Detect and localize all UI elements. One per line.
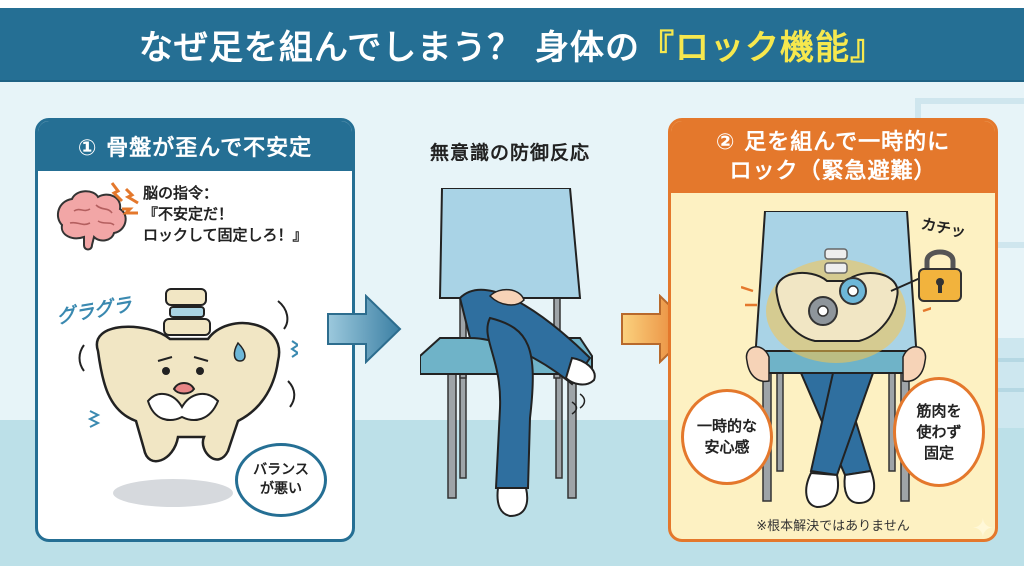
pelvis-shadow bbox=[113, 479, 233, 507]
infographic-canvas: なぜ足を組んでしまう？ 身体の 『ロック機能』 ① 骨盤が歪んで不安定 脳の指令… bbox=[0, 8, 1024, 566]
title-text: なぜ足を組んでしまう？ 身体の bbox=[138, 27, 641, 68]
panel-unstable-pelvis: ① 骨盤が歪んで不安定 脳の指令： 『不安定だ！ ロックして固定しろ！』 グラグ… bbox=[35, 118, 355, 542]
lightning-icon bbox=[110, 182, 139, 215]
gear-icon bbox=[839, 277, 867, 305]
middle-label: 無意識の防御反応 bbox=[429, 142, 590, 164]
title-highlight: 『ロック機能』 bbox=[640, 27, 886, 68]
disclaimer-note: ※根本解決ではありません bbox=[756, 519, 910, 534]
title-banner: なぜ足を組んでしまう？ 身体の 『ロック機能』 bbox=[0, 8, 1024, 82]
panel1-header: ① 骨盤が歪んで不安定 bbox=[38, 121, 352, 171]
speech-bubble-no-muscle: 筋肉を 使わず 固定 bbox=[893, 377, 985, 487]
sweat-drop-icon bbox=[233, 341, 246, 362]
speech-bubble-relief: 一時的な 安心感 bbox=[681, 389, 773, 485]
brain-icon bbox=[56, 190, 127, 251]
brain-command-text: 脳の指令： 『不安定だ！ ロックして固定しろ！』 bbox=[143, 184, 308, 244]
pelvis-icon bbox=[78, 288, 298, 463]
speech-bubble-balance: バランス が悪い bbox=[235, 443, 327, 517]
sparkle-icon: ✦ bbox=[972, 514, 994, 544]
panel-temporary-lock: ② 足を組んで一時的に ロック（緊急避難） bbox=[668, 118, 998, 542]
seated-person-icon bbox=[420, 188, 596, 518]
panel2-header: ② 足を組んで一時的に ロック（緊急避難） bbox=[671, 121, 995, 193]
gear-icon bbox=[808, 296, 838, 326]
arrow-right-icon bbox=[327, 294, 402, 364]
padlock-icon bbox=[918, 249, 962, 302]
